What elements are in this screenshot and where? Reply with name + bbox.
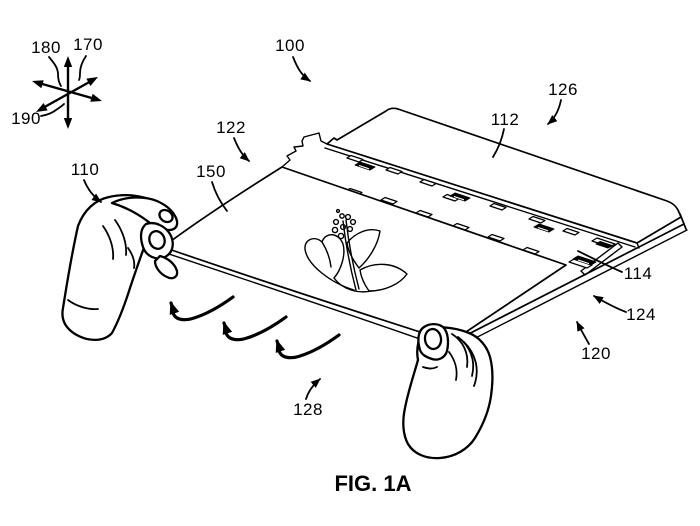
chassis-bottom-edge xyxy=(448,213,688,351)
axis-arrowhead-up xyxy=(63,56,73,67)
axis-arrowhead-downleft xyxy=(36,102,48,112)
leader-150 xyxy=(211,181,228,212)
left-index-nail xyxy=(158,208,174,224)
left-fingertip xyxy=(153,254,179,280)
right-hand xyxy=(402,322,494,460)
leader-126 xyxy=(547,99,562,125)
dark-connector xyxy=(354,161,376,171)
axis-arrowhead-left xyxy=(32,80,44,89)
axis-arrowhead-down xyxy=(63,118,73,129)
strip-break-edge xyxy=(281,132,328,168)
ref-label-170: 170 xyxy=(73,35,103,54)
connector-tabs-row1 xyxy=(346,154,580,236)
ref-label-124: 124 xyxy=(626,305,656,324)
axis-indicator xyxy=(32,56,102,129)
dark-connector xyxy=(533,223,555,233)
leader-190 xyxy=(40,103,65,117)
leader-128 xyxy=(305,378,321,400)
leader-112 xyxy=(492,128,505,158)
leader-170 xyxy=(78,55,87,81)
axis-arrowhead-right xyxy=(90,93,102,102)
ref-label-120: 120 xyxy=(581,344,611,363)
ref-label-122: 122 xyxy=(216,118,246,137)
figure-caption: FIG. 1A xyxy=(334,471,412,496)
leader-100 xyxy=(292,56,311,82)
ref-label-110: 110 xyxy=(70,160,100,179)
leader-122 xyxy=(233,137,250,162)
ref-label-180: 180 xyxy=(31,38,61,57)
ref-label-150: 150 xyxy=(196,162,226,181)
leader-180 xyxy=(48,56,62,87)
left-thumb-nail xyxy=(148,230,166,250)
dark-connector xyxy=(449,192,471,202)
flower-graphic xyxy=(304,208,408,293)
ref-label-100: 100 xyxy=(275,36,305,55)
ref-label-112: 112 xyxy=(490,110,520,129)
leader-lines xyxy=(40,55,627,400)
leader-110 xyxy=(83,179,102,203)
ref-label-190: 190 xyxy=(11,109,41,128)
leader-120 xyxy=(576,321,590,345)
axis-arrowhead-upright xyxy=(86,77,98,87)
ref-label-128: 128 xyxy=(293,400,323,419)
end-connector xyxy=(568,237,616,269)
flip-arrows xyxy=(169,295,341,360)
ref-label-114: 114 xyxy=(623,264,653,283)
left-index-finger xyxy=(110,196,179,232)
ref-label-126: 126 xyxy=(548,80,578,99)
right-thumb-nail xyxy=(423,327,443,351)
leader-114 xyxy=(577,250,623,273)
left-hand xyxy=(61,194,179,342)
back-panel xyxy=(324,107,682,249)
leader-124 xyxy=(593,295,627,313)
